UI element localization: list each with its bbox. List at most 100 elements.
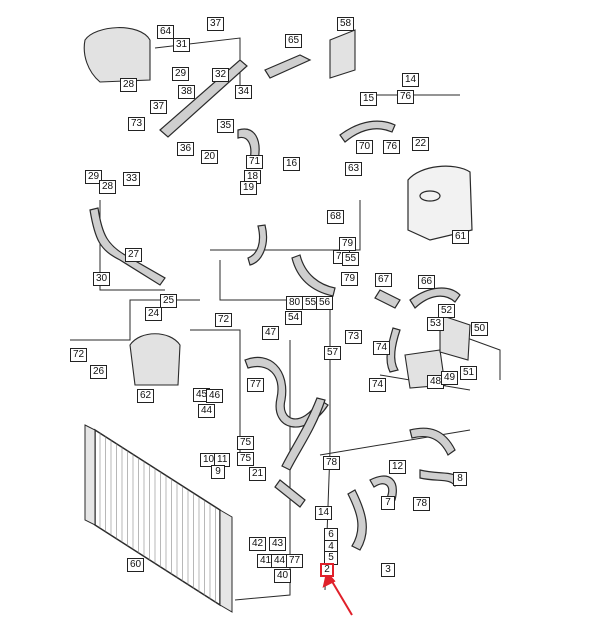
coolant-pump (129, 333, 181, 386)
callout-label: 76 (383, 140, 401, 154)
callout-label: 60 (127, 558, 145, 572)
hose (374, 289, 401, 309)
leader-line (319, 429, 471, 456)
callout-label: 14 (315, 506, 333, 520)
callout-label: 40 (274, 569, 292, 583)
callout-label: 46 (206, 389, 224, 403)
callout-label: 35 (217, 119, 235, 133)
callout-label: 73 (345, 330, 363, 344)
thermostat-housing (83, 27, 151, 83)
callout-label: 9 (211, 465, 225, 479)
callout-label: 42 (249, 537, 267, 551)
hose (419, 469, 461, 488)
callout-label: 16 (283, 157, 301, 171)
hose (264, 54, 312, 79)
callout-label: 21 (249, 467, 267, 481)
callout-label: 31 (173, 38, 191, 52)
callout-label: 57 (324, 346, 342, 360)
callout-label: 71 (246, 155, 264, 169)
callout-label: 3 (381, 563, 395, 577)
leader-line (190, 329, 241, 460)
radiator-tank (84, 424, 96, 526)
callout-label: 22 (412, 137, 430, 151)
radiator-tank (219, 509, 233, 613)
callout-label: 62 (137, 389, 155, 403)
callout-label: 25 (160, 294, 178, 308)
callout-label: 78 (413, 497, 431, 511)
callout-label: 58 (337, 17, 355, 31)
leader-line (219, 260, 290, 301)
callout-label: 12 (389, 460, 407, 474)
hose (274, 479, 306, 508)
callout-label: 33 (123, 172, 141, 186)
callout-label: 63 (345, 162, 363, 176)
callout-label: 50 (471, 322, 489, 336)
callout-label: 7 (381, 496, 395, 510)
callout-label: 76 (397, 90, 415, 104)
callout-label: 8 (453, 472, 467, 486)
callout-label: 74 (369, 378, 387, 392)
hose (281, 397, 326, 471)
hose (409, 287, 461, 309)
callout-label: 29 (172, 67, 190, 81)
callout-label: 37 (150, 100, 168, 114)
callout-label: 51 (460, 366, 478, 380)
callout-label: 79 (339, 237, 357, 251)
callout-label: 37 (207, 17, 225, 31)
callout-label: 5 (324, 551, 338, 565)
hose (244, 356, 329, 428)
hose (247, 224, 268, 266)
callout-label: 15 (360, 92, 378, 106)
callout-label: 24 (145, 307, 163, 321)
callout-label: 20 (201, 150, 219, 164)
callout-label: 56 (316, 296, 334, 310)
callout-label: 44 (198, 404, 216, 418)
callout-label: 55 (342, 252, 360, 266)
callout-label: 72 (70, 348, 88, 362)
callout-label: 67 (375, 273, 393, 287)
callout-label: 47 (262, 326, 280, 340)
hose (386, 327, 401, 373)
callout-label: 79 (341, 272, 359, 286)
callout-label: 68 (327, 210, 345, 224)
callout-label: 26 (90, 365, 108, 379)
bracket (439, 314, 471, 361)
callout-label: 64 (157, 25, 175, 39)
callout-label: 2 (320, 563, 334, 577)
callout-label: 75 (237, 436, 255, 450)
highlight-arrow (329, 577, 353, 616)
hose-connector (329, 29, 356, 79)
expansion-tank (407, 165, 473, 241)
callout-label: 27 (125, 248, 143, 262)
hose (339, 120, 396, 143)
callout-label: 77 (286, 554, 304, 568)
callout-label: 53 (427, 317, 445, 331)
callout-label: 70 (356, 140, 374, 154)
callout-label: 66 (418, 275, 436, 289)
callout-label: 34 (235, 85, 253, 99)
callout-label: 38 (178, 85, 196, 99)
expansion-tank-cap (419, 190, 441, 202)
callout-label: 30 (93, 272, 111, 286)
callout-label: 14 (402, 73, 420, 87)
callout-label: 74 (373, 341, 391, 355)
leader-line (210, 200, 361, 251)
callout-label: 19 (240, 181, 258, 195)
callout-label: 32 (212, 68, 230, 82)
hose (347, 489, 367, 551)
callout-label: 54 (285, 311, 303, 325)
callout-label: 72 (215, 313, 233, 327)
callout-label: 28 (120, 78, 138, 92)
callout-label: 49 (441, 371, 459, 385)
callout-label: 29 (85, 170, 103, 184)
leader-line (70, 299, 200, 341)
hose (89, 207, 166, 286)
hose (409, 427, 456, 456)
callout-label: 73 (128, 117, 146, 131)
callout-label: 80 (286, 296, 304, 310)
hose (291, 254, 336, 297)
callout-label: 78 (323, 456, 341, 470)
callout-label: 75 (237, 452, 255, 466)
